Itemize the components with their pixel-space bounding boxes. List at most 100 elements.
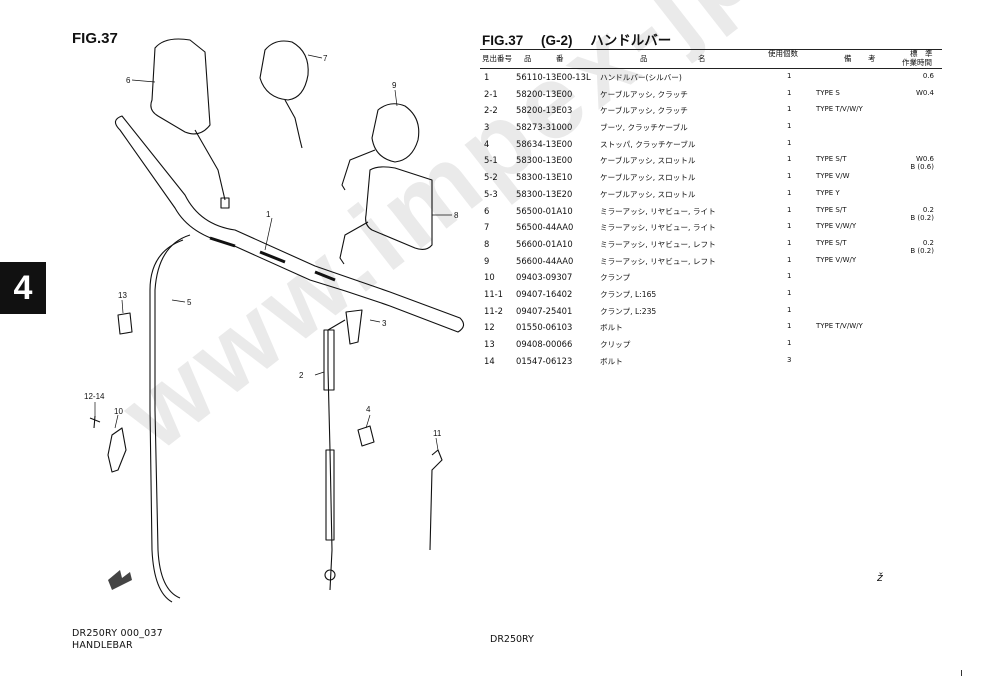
remarks-cell: TYPE S [816,88,840,97]
table-row: 14 01547-06123 ボルト 3 [480,353,942,370]
left-footer: DR250RY 000_037 HANDLEBAR [72,628,163,652]
part-number-cell: 01547-06123 [516,355,573,366]
ref-cell: 13 [484,339,495,349]
quantity-cell: 1 [787,188,792,197]
quantity-cell: 1 [787,255,792,264]
ref-cell: 4 [484,138,490,149]
part-name-cell: クランプ, L:165 [600,289,657,299]
quantity-cell: 1 [787,305,792,314]
ref-cell: 1 [484,72,490,82]
callout-2: 2 [299,371,304,380]
header-ref: 見出番号 [482,54,512,63]
part-number-cell: 09407-16402 [516,288,573,299]
ref-cell: 2-2 [484,105,498,116]
handwritten-mark: ž [877,571,883,584]
remarks-cell: TYPE T/V/W/Y [816,322,863,331]
mirror-7-drawing [259,40,309,101]
part-number-cell: 58300-13E20 [516,188,573,199]
ref-cell: 14 [484,355,495,366]
part-number-cell: 58300-13E10 [516,172,573,183]
callout-13: 13 [118,291,127,300]
part-number-cell: 56600-01A10 [516,238,573,249]
title-jp: ハンドルバー [590,33,672,48]
footer-code: DR250RY 000_037 [72,628,163,639]
quantity-cell: 3 [787,355,792,364]
part-name-cell: ケーブルアッシ, スロットル [600,189,696,199]
ref-cell: 8 [484,238,490,249]
callout-9: 9 [392,81,397,90]
part-number-cell: 58634-13E00 [516,138,573,149]
quantity-cell: 1 [787,72,792,80]
part-number-cell: 01550-06103 [516,322,573,333]
part-number-cell: 09403-09307 [516,272,573,283]
header-qty: 使用個数 [768,49,798,58]
ref-cell: 5-1 [484,155,498,166]
part-number-cell: 09408-00066 [516,339,573,349]
corner-mark [961,670,962,676]
quantity-cell: 1 [787,88,792,97]
remarks-cell: TYPE V/W/Y [816,222,857,231]
table-body: 1 56110-13E00-13L ハンドルバー(シルバー) 1 0.6 2-1 58200… [480,69,942,369]
callout-12-14: 12-14 [84,392,105,401]
ref-cell: 6 [484,205,490,216]
labor-time-cell: 0.2 B (0.2) [910,205,934,222]
labor-time-cell: W0.6 B (0.6) [910,155,934,172]
part-name-cell: ボルト [600,356,623,366]
part-name-cell: ミラーアッシ, リヤビュー, レフト [600,239,716,249]
part-name-cell: ミラーアッシ, リヤビュー, レフト [600,256,716,266]
header-tm-a: 標 準 [910,49,933,58]
part-name-cell: ケーブルアッシ, スロットル [600,156,696,166]
part-name-cell: クランプ [600,273,631,283]
ref-cell: 11-2 [484,305,504,316]
mirror-9-drawing [371,103,420,163]
part-name-cell: ケーブルアッシ, クラッチ [600,89,688,99]
remarks-cell: TYPE S/T [816,155,847,164]
clip-13-drawing [117,312,133,335]
footer-title: HANDLEBAR [72,640,133,651]
quantity-cell: 1 [787,205,792,214]
quantity-cell: 1 [787,272,792,281]
labor-time-cell: 0.6 [922,72,934,80]
remarks-cell: TYPE V/W [816,172,850,181]
quantity-cell: 1 [787,339,792,347]
parts-table: 見出番号 品 番 品 名 使用個数 備 考 標 準 作業時間 1 56110-13… [480,49,942,369]
callout-7: 7 [323,54,328,63]
ref-cell: 11-1 [484,288,504,299]
ref-cell: 10 [484,272,495,283]
quantity-cell: 1 [787,322,792,331]
table-row: 10 09403-09307 クランプ 1 [480,269,942,286]
part-name-cell: ボルト [600,323,623,333]
table-header: 見出番号 品 番 品 名 使用個数 備 考 標 準 作業時間 [480,49,942,69]
quantity-cell: 1 [787,238,792,247]
part-number-cell: 58273-31000 [516,122,573,133]
part-number-cell: 09407-25401 [516,305,573,316]
right-footer-model: DR250RY [490,634,534,645]
part-number-cell: 58200-13E03 [516,105,573,116]
callout-4: 4 [366,405,371,414]
header-pn-b: 番 [556,54,564,63]
clutch-cable-drawing [327,319,346,591]
part-number-cell: 56110-13E00-13L [516,72,591,82]
ref-cell: 5-3 [484,188,498,199]
part-number-cell: 56500-01A10 [516,205,573,216]
quantity-cell: 1 [787,172,792,181]
quantity-cell: 1 [787,138,792,147]
throttle-cable-drawing [154,234,191,599]
callout-6: 6 [126,76,131,85]
part-name-cell: ハンドルバー(シルバー) [600,73,682,82]
quantity-cell: 1 [787,122,792,131]
direction-arrow [108,570,132,590]
clamp-11-drawing [429,449,443,551]
ref-cell: 2-1 [484,88,498,99]
quantity-cell: 1 [787,222,792,231]
handlebar-drawing [114,115,465,333]
part-name-cell: ケーブルアッシ, スロットル [600,173,696,183]
